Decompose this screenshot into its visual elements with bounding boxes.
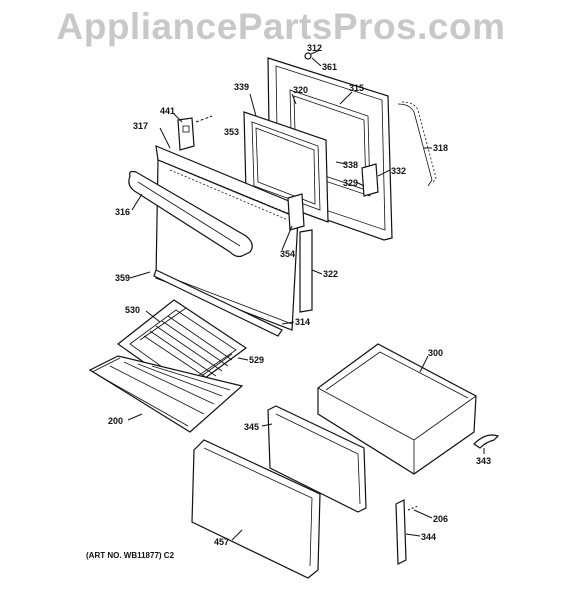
screw-part bbox=[304, 49, 321, 60]
door-gasket bbox=[397, 101, 437, 187]
label-206: 206 bbox=[433, 514, 448, 524]
label-322: 322 bbox=[323, 269, 338, 279]
label-457: 457 bbox=[214, 537, 229, 547]
art-number: (ART NO. WB11877) C2 bbox=[86, 551, 175, 560]
storage-drawer bbox=[317, 343, 477, 475]
label-318: 318 bbox=[433, 143, 448, 153]
door-handle bbox=[128, 170, 253, 258]
label-312: 312 bbox=[307, 43, 322, 53]
label-329: 329 bbox=[343, 178, 358, 188]
label-314: 314 bbox=[295, 317, 310, 327]
label-315: 315 bbox=[349, 83, 364, 93]
door-bottom-trim bbox=[153, 269, 283, 337]
drawer-glide bbox=[473, 434, 500, 449]
label-345: 345 bbox=[244, 422, 259, 432]
part-labels: 312 361 339 320 315 441 317 353 318 338 … bbox=[108, 43, 491, 547]
label-200: 200 bbox=[108, 416, 123, 426]
label-320: 320 bbox=[293, 85, 308, 95]
leader-lines bbox=[127, 57, 485, 541]
label-361: 361 bbox=[322, 62, 337, 72]
label-316: 316 bbox=[115, 207, 130, 217]
label-339: 339 bbox=[234, 82, 249, 92]
label-529: 529 bbox=[249, 355, 264, 365]
label-343: 343 bbox=[476, 456, 491, 466]
label-530: 530 bbox=[125, 305, 140, 315]
hinge-right bbox=[287, 163, 379, 231]
label-344: 344 bbox=[421, 532, 436, 542]
drawer-rail bbox=[395, 499, 419, 565]
label-359: 359 bbox=[115, 273, 130, 283]
label-441: 441 bbox=[160, 106, 175, 116]
label-354: 354 bbox=[280, 249, 295, 259]
label-338: 338 bbox=[343, 160, 358, 170]
hinge-arm bbox=[299, 229, 313, 313]
label-300: 300 bbox=[428, 348, 443, 358]
drawer-front-liner bbox=[267, 405, 367, 513]
watermark: AppliancePartsPros.com bbox=[56, 6, 506, 47]
label-332: 332 bbox=[391, 166, 406, 176]
hinge-left bbox=[177, 117, 195, 151]
label-353: 353 bbox=[224, 127, 239, 137]
drawer-front-panel bbox=[191, 439, 321, 579]
label-317: 317 bbox=[133, 121, 148, 131]
oven-rack bbox=[88, 355, 244, 433]
